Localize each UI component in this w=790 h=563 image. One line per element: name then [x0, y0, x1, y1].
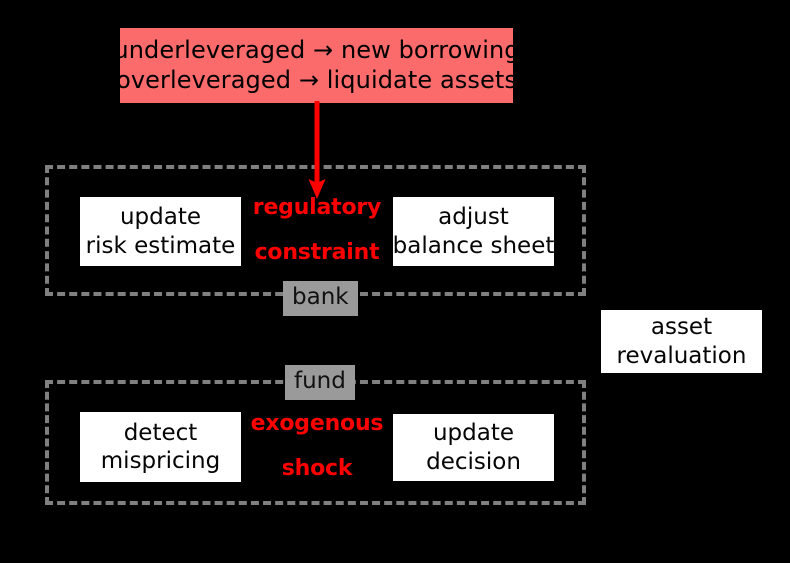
node-asset-revaluation[interactable]: asset revaluation: [601, 310, 762, 373]
callout-line-2: overleveraged → liquidate assets: [116, 65, 517, 94]
node-line-1: regulatory: [252, 195, 382, 221]
group-tag-bank: bank: [283, 281, 358, 316]
regulatory-rule-callout: underleveraged → new borrowing overlever…: [113, 28, 520, 103]
node-line-1: update: [119, 204, 202, 231]
group-tag-fund: fund: [285, 365, 355, 400]
node-update-decision[interactable]: update decision: [393, 414, 554, 481]
node-exogenous-shock: exogenous shock: [246, 409, 388, 485]
node-line-2: mispricing: [100, 448, 221, 474]
node-line-2: shock: [281, 456, 353, 481]
node-line-1: asset: [650, 314, 713, 341]
node-line-1: adjust: [438, 204, 509, 231]
node-line-1: exogenous: [250, 411, 384, 437]
node-line-2: risk estimate: [85, 232, 236, 259]
node-line-1: detect: [123, 419, 198, 446]
node-line-2: balance sheet: [392, 232, 555, 259]
regulatory-constraint-arrow: [308, 101, 326, 199]
node-update-risk-estimate[interactable]: update risk estimate: [80, 197, 241, 266]
node-regulatory-constraint: regulatory constraint: [249, 193, 385, 269]
node-detect-mispricing[interactable]: detect mispricing: [80, 412, 241, 482]
callout-line-1: underleveraged → new borrowing: [113, 36, 520, 65]
node-line-2: constraint: [254, 240, 380, 265]
node-line-2: revaluation: [616, 342, 747, 369]
node-adjust-balance-sheet[interactable]: adjust balance sheet: [393, 197, 554, 266]
node-line-2: decision: [426, 448, 521, 475]
node-line-1: update: [432, 420, 515, 447]
